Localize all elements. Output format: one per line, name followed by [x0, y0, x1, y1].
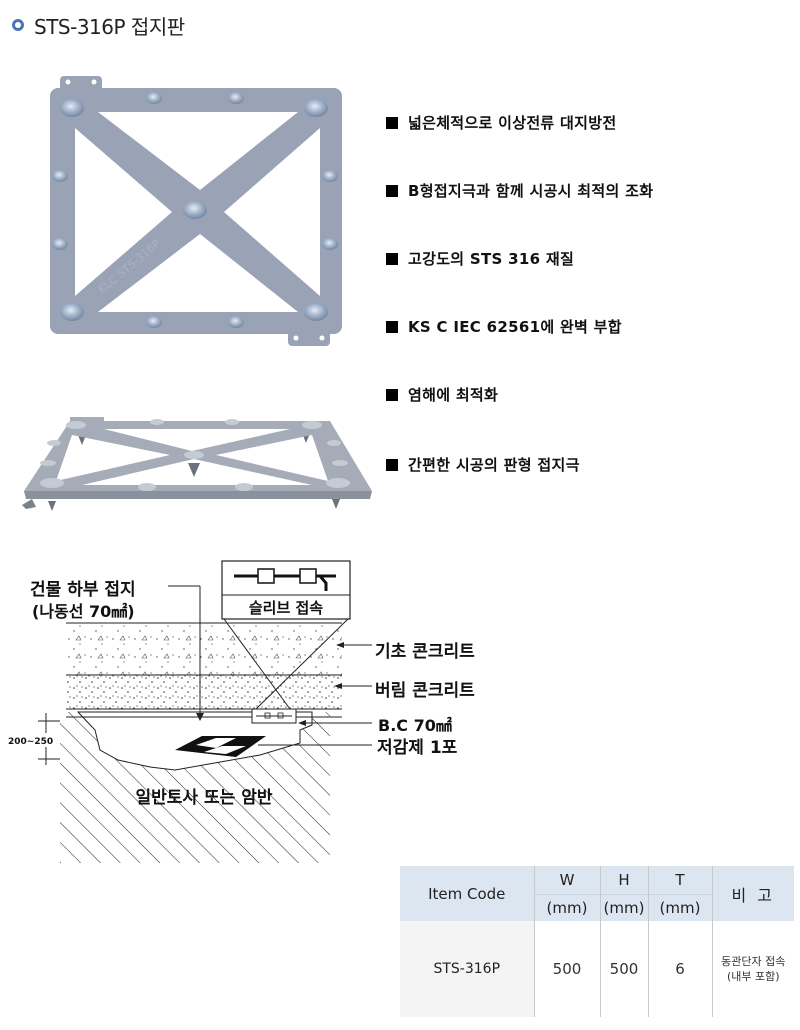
sleeve-connector-icon	[234, 568, 336, 591]
installation-diagram: 건물 하부 접지 (나동선 70㎟) 슬리브 접속 기초 콘크리트 버림 콘크리…	[6, 560, 475, 863]
note-line-1: 동관단자 접속	[721, 955, 786, 968]
feature-text: KS C IEC 62561에 완벽 부합	[408, 318, 622, 336]
foundation-concrete-layer	[66, 623, 342, 675]
square-bullet-icon	[386, 458, 398, 471]
header-t: T	[647, 866, 712, 894]
table-unit-row: (mm) (mm) (mm)	[400, 893, 794, 921]
feature-text: 고강도의 STS 316 재질	[408, 250, 575, 268]
table-row: STS-316P 500 500 6 동관단자 접속 (내부 포함)	[400, 921, 794, 1017]
square-bullet-icon	[386, 388, 398, 401]
bare-copper-wire-label: (나동선 70㎟)	[32, 602, 135, 621]
cell-w: 500	[533, 921, 600, 1017]
cell-item-code: STS-316P	[400, 921, 534, 1017]
feature-text: B형접지극과 함께 시공시 최적의 조화	[408, 182, 654, 200]
feature-item: 넓은체적으로 이상전류 대지방전	[386, 112, 616, 133]
header-unit-t: (mm)	[647, 893, 712, 921]
feature-item: B형접지극과 함께 시공시 최적의 조화	[386, 180, 653, 201]
square-bullet-icon	[386, 116, 398, 129]
foundation-concrete-label: 기초 콘크리트	[375, 642, 475, 662]
cell-note: 동관단자 접속 (내부 포함)	[711, 921, 794, 1017]
spec-table: Item Code W H T 비 고 (mm) (mm) (mm) STS-3…	[400, 866, 794, 1017]
page-title-row: STS-316P 접지판	[12, 8, 185, 42]
cell-h: 500	[599, 921, 648, 1017]
sleeve-connection-box	[221, 560, 351, 620]
plate-isometric-view-image	[22, 417, 372, 511]
ground-plate-symbol	[175, 736, 266, 757]
header-item-code: Item Code	[400, 866, 534, 921]
plate-top-view-image: KLC STS-316P	[50, 76, 342, 346]
header-h: H	[599, 866, 648, 894]
sleeve-connection-label: 슬리브 접속	[249, 599, 323, 617]
square-bullet-icon	[386, 252, 398, 265]
bc-wire-label: B.C 70㎟	[378, 716, 452, 735]
depth-dimension-label: 200~250	[8, 737, 53, 747]
building-ground-label: 건물 하부 접지	[30, 580, 136, 600]
lean-concrete-layer	[66, 675, 342, 709]
lean-concrete-label: 버림 콘크리트	[375, 681, 475, 701]
square-bullet-icon	[386, 184, 398, 197]
note-line-2: (내부 포함)	[726, 970, 780, 983]
page-title: STS-316P 접지판	[34, 14, 185, 39]
cell-t: 6	[647, 921, 712, 1017]
feature-item: KS C IEC 62561에 완벽 부합	[386, 316, 622, 337]
circle-bullet-icon	[12, 19, 24, 31]
feature-text: 염해에 최적화	[408, 386, 499, 404]
header-unit-h: (mm)	[599, 893, 648, 921]
feature-text: 간편한 시공의 판형 접지극	[408, 456, 580, 474]
feature-item: 고강도의 STS 316 재질	[386, 248, 574, 269]
ground-reducer-label: 저감제 1포	[377, 738, 458, 758]
header-note: 비 고	[711, 866, 794, 921]
soil-label: 일반토사 또는 암반	[136, 788, 273, 808]
feature-item: 염해에 최적화	[386, 384, 498, 405]
header-w: W	[533, 866, 600, 894]
table-header-row: Item Code W H T 비 고	[400, 866, 794, 921]
feature-text: 넓은체적으로 이상전류 대지방전	[408, 114, 617, 132]
feature-item: 간편한 시공의 판형 접지극	[386, 454, 580, 475]
header-unit-w: (mm)	[533, 893, 600, 921]
square-bullet-icon	[386, 320, 398, 333]
